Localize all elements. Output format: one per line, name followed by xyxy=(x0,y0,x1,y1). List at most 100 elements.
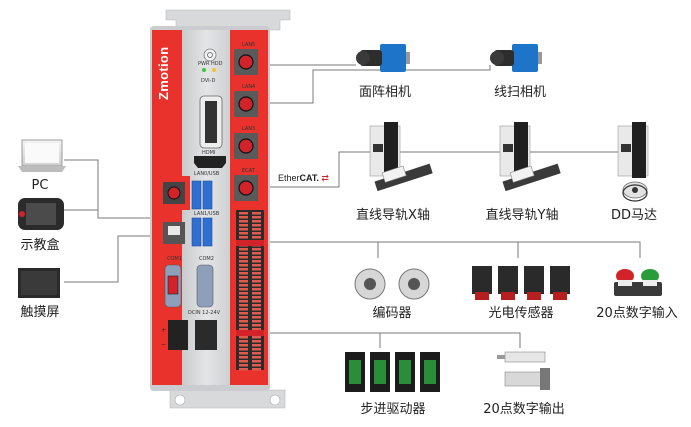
com2-label: COM2 xyxy=(199,256,214,262)
label-linear-x: 直线导轨X轴 xyxy=(356,208,430,223)
power-button-icon xyxy=(203,48,217,62)
svg-text:+: + xyxy=(161,327,166,334)
terminal-pin xyxy=(239,304,248,307)
line-ecat-bus xyxy=(254,151,388,188)
terminal-pin xyxy=(252,232,261,235)
terminal-pin xyxy=(239,316,248,319)
linear-x-icon xyxy=(374,163,433,192)
terminal-pin xyxy=(252,340,261,343)
io-plug-output xyxy=(236,330,264,336)
terminal-pin xyxy=(252,308,261,311)
label-digital-output: 20点数字输出 xyxy=(483,402,565,417)
terminal-pin xyxy=(239,308,248,311)
io-plug-input xyxy=(236,240,264,246)
com1-label: COM1 xyxy=(167,256,182,262)
photo-sensors-icon xyxy=(472,266,570,300)
teach-pendant-icon xyxy=(18,198,64,230)
port-ecat-plug-icon xyxy=(238,180,254,196)
linear-y-icon xyxy=(502,163,561,192)
terminal-pin xyxy=(252,344,261,347)
terminal-pin xyxy=(239,232,248,235)
label-digital-input: 20点数字输入 xyxy=(596,306,678,321)
terminal-pin xyxy=(239,364,248,367)
terminal-pin xyxy=(239,368,248,371)
terminal-pin xyxy=(252,256,261,259)
terminal-pin xyxy=(239,236,248,239)
dvi-pins xyxy=(205,101,217,143)
label-encoder: 编码器 xyxy=(372,306,412,321)
terminal-pin xyxy=(239,324,248,327)
encoder-icon-1 xyxy=(354,268,386,300)
terminal-pin xyxy=(252,212,261,215)
label-line-camera: 线扫相机 xyxy=(493,85,547,100)
label-pc: PC xyxy=(31,178,49,193)
line-camera-icon xyxy=(490,44,542,72)
terminal-pin xyxy=(239,228,248,231)
terminal-pin xyxy=(252,236,261,239)
terminal-pin xyxy=(252,252,261,255)
controller-unit: + − xyxy=(150,9,291,409)
terminal-pin xyxy=(252,304,261,307)
connection-lines xyxy=(64,64,641,348)
terminal-pin xyxy=(239,224,248,227)
terminal-pin xyxy=(252,216,261,219)
terminal-pin xyxy=(239,300,248,303)
terminal-pin xyxy=(239,336,248,339)
line-lan4-line-camera xyxy=(254,65,491,104)
dd-motor-icon xyxy=(622,181,648,202)
terminal-pin xyxy=(252,272,261,275)
terminal-pin xyxy=(252,296,261,299)
power-label: DCIN 12-24V xyxy=(188,310,221,316)
terminal-pin xyxy=(252,300,261,303)
dvi-label: DVI-D xyxy=(201,78,216,84)
terminal-pin xyxy=(239,284,248,287)
usb-port-1 xyxy=(191,180,202,210)
terminal-pin xyxy=(252,360,261,363)
line-pc xyxy=(64,159,156,219)
terminal-pin xyxy=(252,328,261,331)
terminal-pin xyxy=(252,264,261,267)
terminal-pin xyxy=(252,280,261,283)
pwr-led-icon xyxy=(202,68,206,72)
line-touchscreen xyxy=(64,235,156,283)
terminal-pin xyxy=(239,320,248,323)
mount-tab-bottom xyxy=(169,389,286,409)
lan-usb-label-1: LAN0/USB xyxy=(194,171,220,177)
usb-port-2 xyxy=(202,180,213,210)
port-label-lan4: LAN4 xyxy=(242,84,256,90)
servo-drive-3-icon xyxy=(617,122,649,178)
terminal-pin xyxy=(239,264,248,267)
terminal-pin xyxy=(252,228,261,231)
terminal-pin xyxy=(252,292,261,295)
terminal-pin xyxy=(239,260,248,263)
terminal-pin xyxy=(252,284,261,287)
terminal-pin xyxy=(252,220,261,223)
label-dd-motor: DD马达 xyxy=(610,208,658,223)
terminal-pin xyxy=(252,312,261,315)
usb-port-3 xyxy=(191,217,202,247)
terminal-pin xyxy=(252,260,261,263)
terminal-pin xyxy=(239,360,248,363)
terminal-pin xyxy=(239,288,248,291)
port-label-ecat: ECAT xyxy=(242,168,255,174)
io-terminal-pins xyxy=(239,212,261,371)
pc-laptop-icon xyxy=(18,139,66,172)
mount-tab-top xyxy=(165,9,291,31)
port-lan5-plug-icon xyxy=(238,54,254,70)
terminal-pin xyxy=(252,348,261,351)
area-camera-icon xyxy=(356,44,410,72)
terminal-pin xyxy=(252,364,261,367)
terminal-pin xyxy=(252,248,261,251)
hdmi-port xyxy=(194,156,226,168)
label-linear-y: 直线导轨Y轴 xyxy=(485,208,559,223)
terminal-pin xyxy=(239,352,248,355)
terminal-pin xyxy=(239,256,248,259)
terminal-pin xyxy=(239,268,248,271)
port-lan4-plug-icon xyxy=(238,96,254,112)
ethernet-ports-right xyxy=(234,49,258,201)
label-photo-sensor: 光电传感器 xyxy=(488,306,554,321)
terminal-pin xyxy=(239,312,248,315)
hdmi-label: HDMI xyxy=(202,150,216,156)
terminal-pin xyxy=(239,220,248,223)
